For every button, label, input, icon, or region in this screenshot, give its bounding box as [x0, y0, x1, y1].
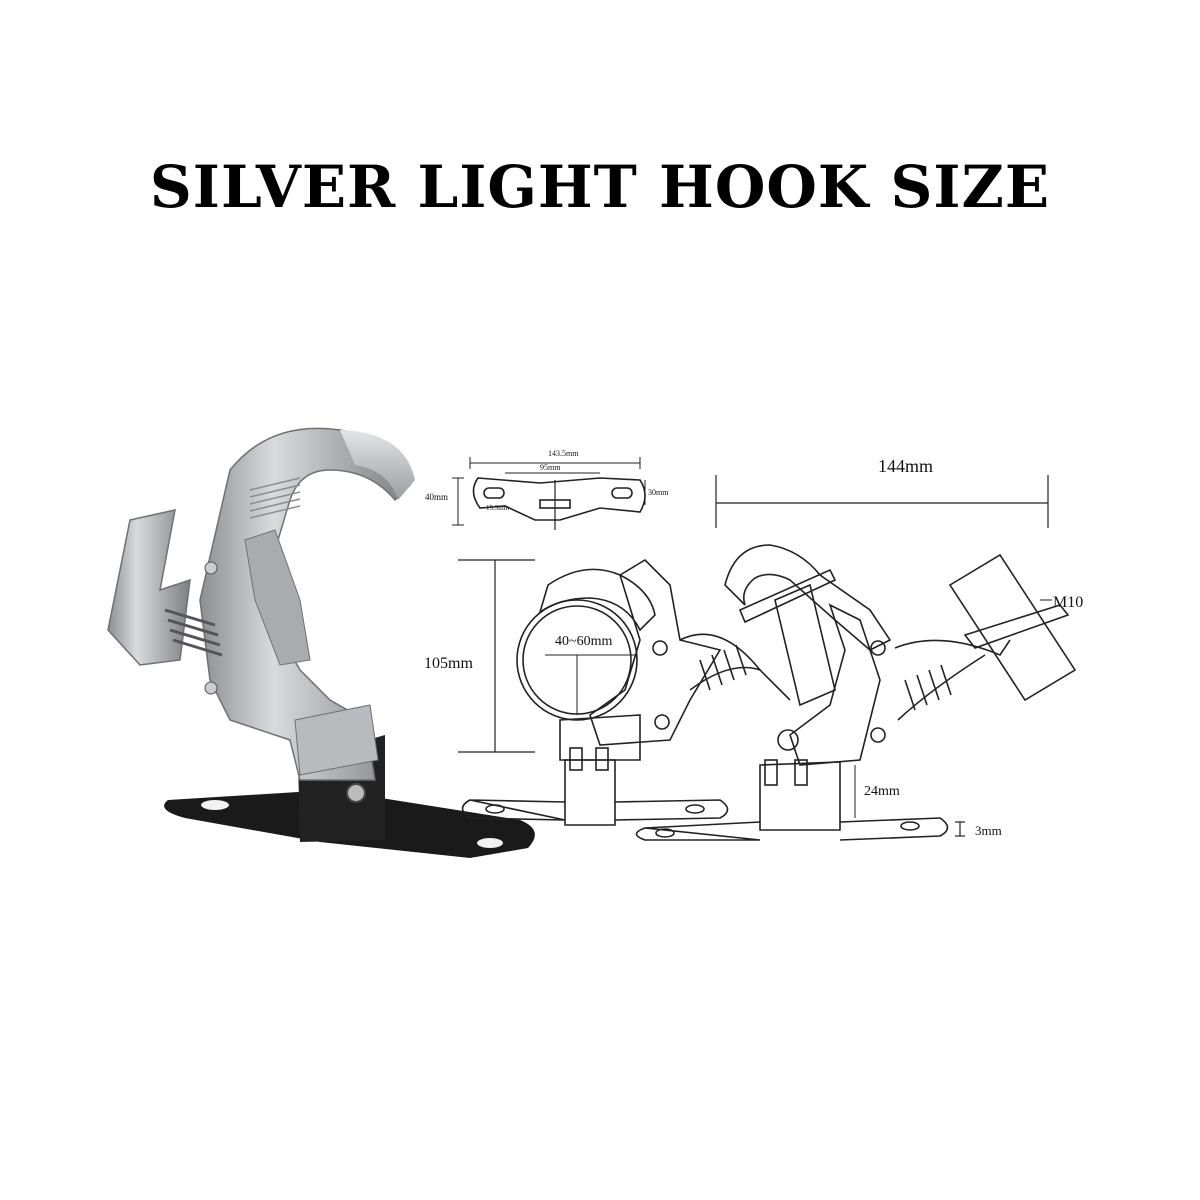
plate-top-view [452, 457, 646, 530]
page-title: SILVER LIGHT HOOK SIZE [149, 153, 1051, 221]
tube-range-label: 40~60mm [555, 634, 612, 649]
dimension-labels: 143.5mm 95mm 40mm 15.3mm 30mm 144mm 105m… [424, 449, 1083, 838]
clamp-photo [107, 427, 535, 858]
plate-thickness-label: 3mm [975, 823, 1002, 838]
clamp-closed [461, 558, 791, 826]
clamp-open [635, 544, 1077, 841]
hook-height-label: 105mm [424, 655, 473, 672]
base-height-label: 24mm [864, 784, 900, 799]
plate-width-label: 40mm [425, 492, 448, 502]
bolt-label: M10 [1053, 594, 1083, 611]
technical-drawing [452, 457, 1077, 841]
hole-spacing-label: 95mm [540, 463, 561, 472]
hook-length-label: 144mm [878, 456, 933, 476]
slot-label: 15.3mm [486, 504, 510, 512]
plate-depth-label: 30mm [648, 488, 669, 497]
wing-knob [107, 509, 191, 666]
plate-length-label: 143.5mm [548, 449, 579, 458]
